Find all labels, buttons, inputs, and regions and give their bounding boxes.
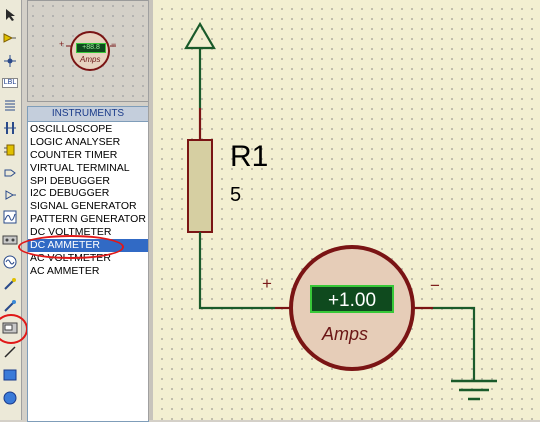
instrument-item-ac-voltmeter[interactable]: AC VOLTMETER xyxy=(30,251,111,264)
box-icon[interactable] xyxy=(1,366,19,384)
panel-splitter[interactable] xyxy=(148,0,153,420)
current-probe-icon[interactable] xyxy=(1,297,19,315)
instrument-item-dc-voltmeter[interactable]: DC VOLTMETER xyxy=(30,226,112,239)
instrument-item-oscilloscope[interactable]: OSCILLOSCOPE xyxy=(30,123,113,135)
text-script-icon[interactable] xyxy=(1,96,19,114)
junction-dot-icon[interactable] xyxy=(1,52,19,70)
preview-minus: − xyxy=(111,39,117,49)
ammeter-plus-label: + xyxy=(262,274,272,293)
schematic-canvas[interactable]: R1 5 + − +1.00 Amps xyxy=(153,0,540,420)
power-terminal xyxy=(184,21,216,50)
instrument-item-ac-ammeter[interactable]: AC AMMETER xyxy=(30,264,100,277)
instrument-item-virtual-terminal[interactable]: VIRTUAL TERMINAL xyxy=(30,161,130,174)
virtual-instruments-icon[interactable] xyxy=(1,319,19,337)
device-pin-icon[interactable] xyxy=(1,186,19,204)
ammeter-minus-label: − xyxy=(430,276,440,295)
ground-symbol xyxy=(451,379,497,401)
device-preview: + − +88.8 Amps xyxy=(27,0,149,102)
instrument-item-dc-ammeter[interactable]: DC AMMETER xyxy=(28,239,148,252)
resistor-name: R1 xyxy=(230,140,269,173)
instrument-item-spi-debugger[interactable]: SPI DEBUGGER xyxy=(30,174,110,187)
instrument-item-signal-generator[interactable]: SIGNAL GENERATOR xyxy=(30,200,137,213)
instruments-panel: INSTRUMENTS OSCILLOSCOPE LOGIC ANALYSER … xyxy=(27,106,149,422)
instrument-item-i2c-debugger[interactable]: I2C DEBUGGER xyxy=(30,187,110,200)
preview-label: Amps xyxy=(80,55,101,64)
voltage-probe-icon[interactable] xyxy=(1,275,19,293)
instrument-item-logic-analyser[interactable]: LOGIC ANALYSER xyxy=(30,135,121,148)
select-arrow-icon[interactable] xyxy=(1,6,19,24)
component-icon[interactable] xyxy=(1,29,19,47)
instrument-item-counter-timer[interactable]: COUNTER TIMER xyxy=(30,148,118,161)
generator-icon[interactable] xyxy=(1,253,19,271)
resistor-value: 5 xyxy=(230,184,242,206)
graph-icon[interactable] xyxy=(1,208,19,226)
preview-plus: + xyxy=(59,39,65,49)
mode-toolbar: LBL xyxy=(0,0,22,420)
preview-display: +88.8 xyxy=(76,43,106,53)
instrument-item-pattern-generator[interactable]: PATTERN GENERATOR xyxy=(30,213,146,226)
schematic-drawing xyxy=(184,21,497,401)
instruments-list: OSCILLOSCOPE LOGIC ANALYSER COUNTER TIME… xyxy=(28,123,148,278)
terminal-icon[interactable] xyxy=(1,164,19,182)
bus-icon[interactable] xyxy=(1,119,19,137)
instruments-header: INSTRUMENTS xyxy=(28,107,148,122)
wire-label-icon[interactable]: LBL xyxy=(1,78,19,88)
tape-recorder-icon[interactable] xyxy=(1,231,19,249)
line-icon[interactable] xyxy=(1,343,19,361)
subcircuit-icon[interactable] xyxy=(1,141,19,159)
resistor-body xyxy=(187,139,213,233)
ammeter-unit-label: Amps xyxy=(322,324,369,344)
ammeter-display: +1.00 xyxy=(310,285,394,313)
wire-to-ground xyxy=(433,306,476,381)
wire-to-ammeter xyxy=(198,262,275,310)
circle-icon[interactable] xyxy=(1,389,19,407)
